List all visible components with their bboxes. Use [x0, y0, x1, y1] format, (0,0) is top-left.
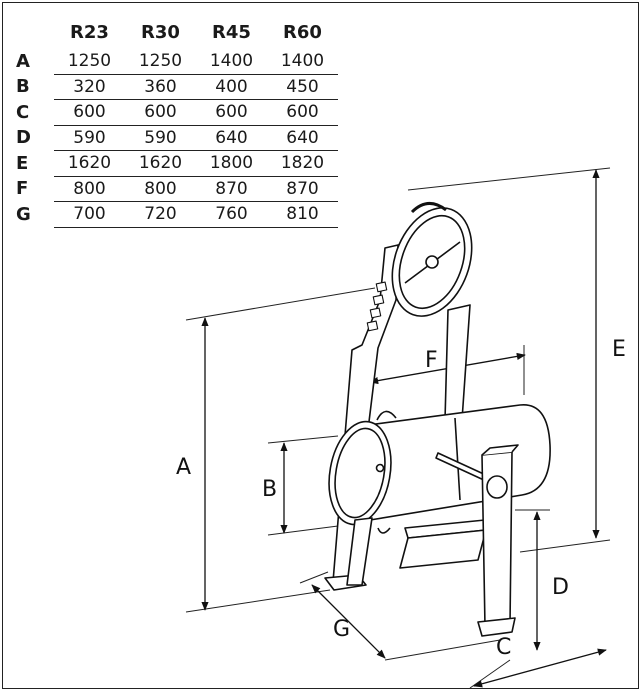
dimension-label-e: E: [612, 337, 626, 362]
lid-top-handle: [410, 202, 447, 214]
row-label: F: [16, 178, 29, 200]
table-cell: 600: [196, 99, 267, 126]
dimension-line-c: [473, 648, 607, 688]
column-header: R23: [70, 22, 109, 43]
kettle-lid: [328, 420, 392, 526]
row-label: D: [16, 127, 31, 149]
table-row: G 700 720 760 810: [14, 201, 338, 228]
table-cell: 870: [196, 176, 267, 202]
table-cell: 1400: [196, 49, 267, 75]
table-cell: 600: [267, 99, 338, 126]
row-label: G: [16, 203, 31, 225]
table-cell: 360: [125, 74, 196, 100]
table-cell: 590: [54, 125, 125, 151]
dimension-label-f: F: [425, 348, 438, 373]
table-cell: 400: [196, 74, 267, 100]
column-header: R30: [141, 22, 180, 43]
dimensions-table: R23 R30 R45 R60 A 1250 1250 1400 1400 B …: [14, 22, 338, 228]
table-row: E 1620 1620 1800 1820: [14, 150, 338, 177]
table-cell: 700: [54, 201, 125, 228]
table-cell: 800: [54, 176, 125, 202]
table-cell: 1250: [54, 49, 125, 75]
table-cell: 800: [125, 176, 196, 202]
table-row: B 320 360 400 450: [14, 74, 338, 100]
table-cell: 1820: [267, 150, 338, 177]
right-foot: [477, 617, 516, 637]
table-cell: 640: [267, 125, 338, 151]
right-frame-leg: [444, 304, 471, 421]
table-cell: 1400: [267, 49, 338, 75]
column-header: R45: [212, 22, 251, 43]
dimension-label-b: B: [262, 477, 277, 502]
table-cell: 720: [125, 201, 196, 228]
table-cell: 870: [267, 176, 338, 202]
row-label: A: [16, 51, 30, 72]
dimension-labels: A B C D E F G: [176, 337, 626, 660]
tilting-kettle-illustration: [324, 202, 551, 637]
base-crossbar-lower: [399, 529, 487, 569]
row-label: E: [16, 152, 29, 174]
left-front-leg: [346, 517, 373, 586]
pivot-knob: [486, 475, 508, 499]
row-label: B: [16, 76, 30, 98]
table-header-row: R23 R30 R45 R60: [14, 22, 338, 49]
table-row: C 600 600 600 600: [14, 99, 338, 126]
dimension-label-c: C: [496, 635, 511, 660]
table-cell: 760: [196, 201, 267, 228]
table-row: A 1250 1250 1400 1400: [14, 49, 338, 75]
table-row: D 590 590 640 640: [14, 125, 338, 151]
table-cell: 1250: [125, 49, 196, 75]
control-panel: [366, 281, 388, 332]
table-cell: 1620: [54, 150, 125, 177]
table-cell: 320: [54, 74, 125, 100]
table-cell: 590: [125, 125, 196, 151]
row-label: C: [16, 101, 30, 123]
dimension-label-g: G: [333, 617, 350, 642]
table-cell: 450: [267, 74, 338, 100]
column-header: R60: [283, 22, 322, 43]
table-cell: 640: [196, 125, 267, 151]
dimension-label-d: D: [552, 575, 569, 600]
table-cell: 600: [125, 99, 196, 126]
table-cell: 1800: [196, 150, 267, 177]
kettle-handle: [376, 410, 397, 421]
dimension-line-g: [311, 584, 386, 659]
table-cell: 1620: [125, 150, 196, 177]
table-cell: 810: [267, 201, 338, 228]
dimension-label-a: A: [176, 455, 191, 480]
table-row: F 800 800 870 870: [14, 176, 338, 202]
table-cell: 600: [54, 99, 125, 126]
